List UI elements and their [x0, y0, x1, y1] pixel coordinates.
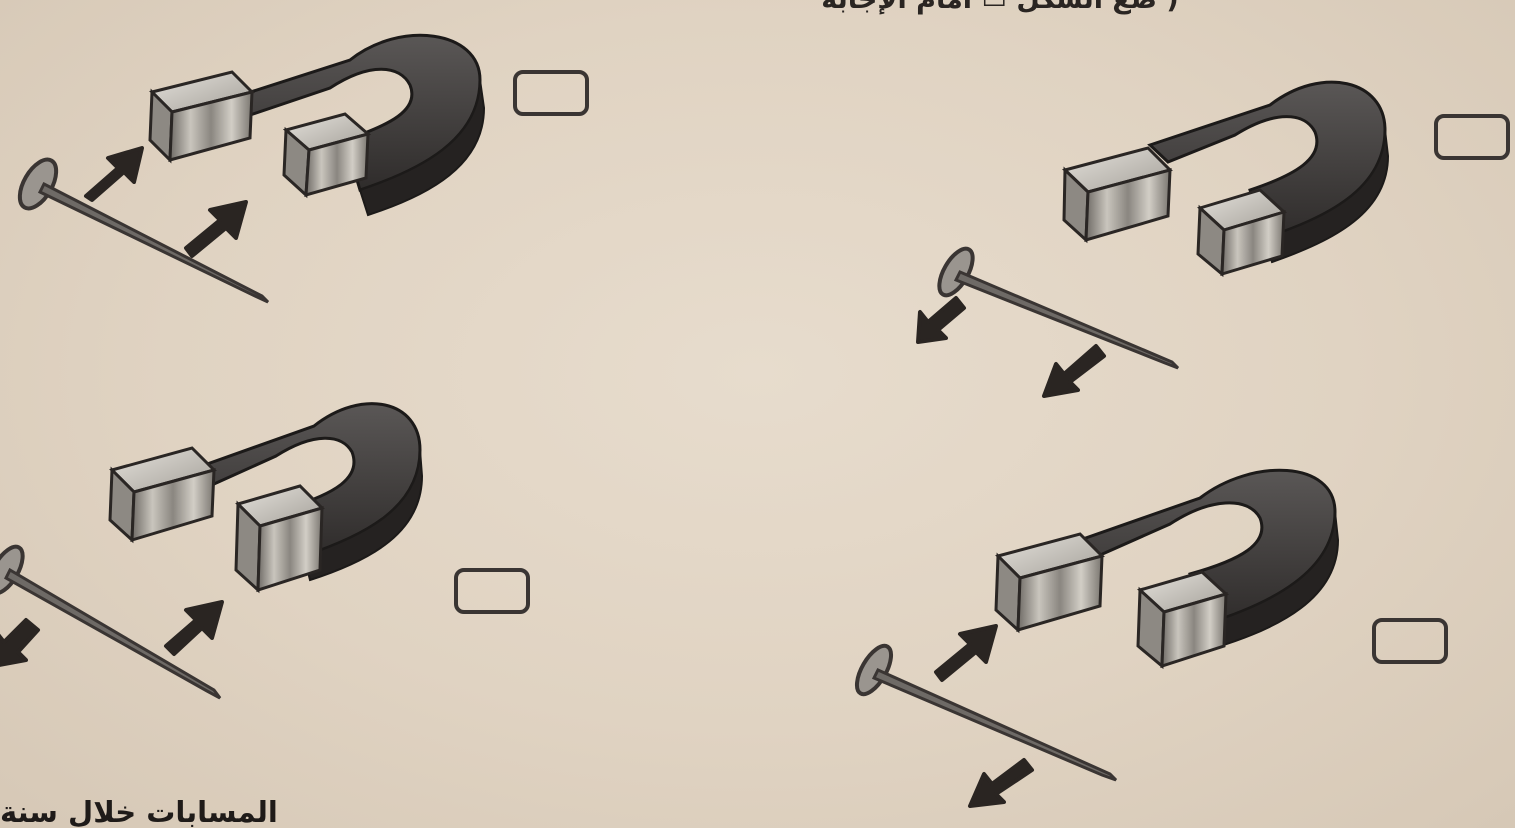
- arrow-toward-magnet-icon: [936, 626, 996, 680]
- option-top-left: [0, 0, 620, 330]
- answer-checkbox-top-left[interactable]: [513, 70, 589, 116]
- option-bottom-right: [840, 440, 1515, 828]
- footer-text: المسابات خلال سنة: [0, 795, 420, 828]
- arrow-toward-magnet-icon: [86, 148, 142, 200]
- answer-checkbox-bottom-right[interactable]: [1372, 618, 1448, 664]
- horseshoe-magnet-icon: [1064, 82, 1388, 274]
- horseshoe-magnet-icon: [150, 35, 484, 215]
- instruction-text: ( ضع الشكل ▭ امام الإجابة: [720, 0, 1280, 18]
- option-bottom-left-illustration: [0, 380, 560, 710]
- arrow-toward-magnet-icon: [166, 602, 222, 654]
- arrow-toward-magnet-icon: [186, 202, 246, 256]
- arrow-away-from-magnet-icon: [0, 620, 38, 666]
- answer-checkbox-bottom-left[interactable]: [454, 568, 530, 614]
- horseshoe-magnet-icon: [996, 470, 1338, 666]
- option-top-right: [860, 40, 1515, 410]
- horseshoe-magnet-icon: [110, 404, 422, 590]
- option-top-right-illustration: [860, 40, 1515, 410]
- nail-icon: [0, 541, 220, 698]
- answer-checkbox-top-right[interactable]: [1434, 114, 1510, 160]
- option-top-left-illustration: [0, 0, 620, 330]
- option-bottom-left: [0, 380, 560, 710]
- arrow-away-from-magnet-icon: [1044, 346, 1104, 396]
- arrow-away-from-magnet-icon: [918, 298, 964, 342]
- nail-icon: [933, 243, 1178, 368]
- arrow-away-from-magnet-icon: [970, 760, 1032, 806]
